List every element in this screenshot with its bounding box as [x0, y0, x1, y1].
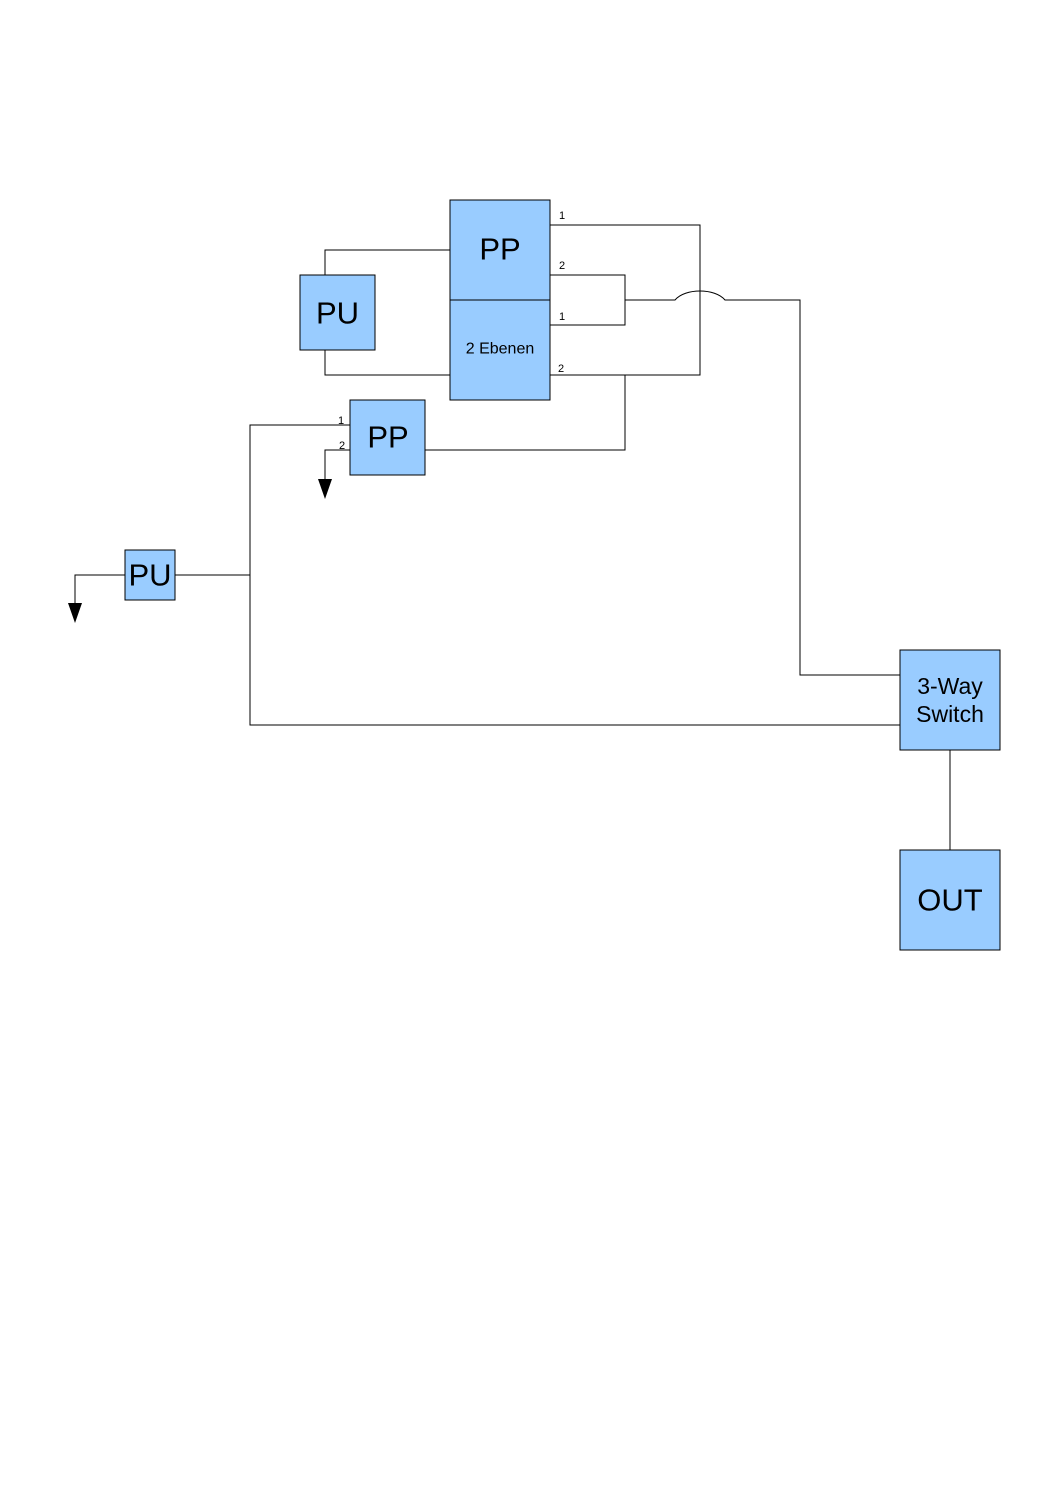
wire-bridge-to-switch: [625, 290, 900, 676]
pp-small-label: PP: [367, 420, 408, 455]
wire-pu-top-to-pp-upper: [324, 249, 450, 275]
switch-label-line1: 3-Way: [917, 673, 983, 699]
out-label: OUT: [917, 883, 983, 918]
pu-top-label: PU: [316, 296, 359, 331]
pin-label: 2: [558, 363, 564, 375]
three-way-switch-block: 3-Way Switch: [899, 649, 1001, 751]
ground-arrow-icon: [318, 479, 332, 499]
wire-lower-pin2-to-small-pp: [425, 375, 626, 451]
pu-top-block: PU: [299, 274, 376, 351]
pp-bottom-label: 2 Ebenen: [466, 341, 535, 358]
switch-label-line2: Switch: [916, 701, 984, 727]
wires: [74, 224, 951, 850]
out-block: OUT: [899, 849, 1001, 951]
pu-left-block: PU: [124, 549, 176, 601]
pp-small-block: PP: [349, 399, 426, 476]
pu-left-label: PU: [128, 558, 171, 593]
pin-label: 2: [559, 260, 565, 272]
pp-top-label: PP: [479, 232, 520, 267]
wire-left-pu-ground: [74, 574, 125, 605]
pin-label: 1: [559, 311, 565, 323]
pin-label: 1: [559, 210, 565, 222]
wire-pu-top-to-pp-lower: [324, 350, 450, 376]
wire-small-pp-pin1: [249, 424, 900, 726]
pp-dual-block: PP 2 Ebenen: [449, 199, 551, 401]
pin-label: 2: [339, 440, 345, 452]
ground-arrow-icon: [68, 603, 82, 623]
pin-label: 1: [338, 415, 344, 427]
wire-small-pp-pin2-ground: [324, 449, 350, 480]
